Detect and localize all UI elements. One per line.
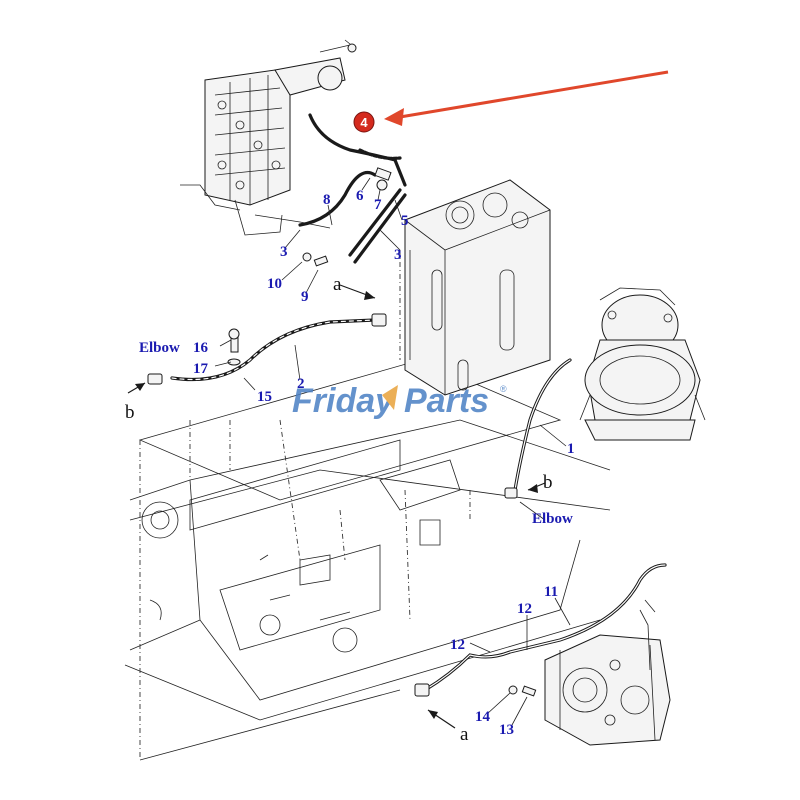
- highlight-badge-4: 4: [353, 111, 375, 133]
- callout-7: 7: [374, 197, 382, 213]
- callout-5: 5: [401, 213, 409, 229]
- connection-letters: a a b b: [125, 274, 553, 745]
- callout-2: 2: [297, 376, 305, 392]
- swing-motor: [579, 287, 706, 441]
- callouts: 1 2 3 3 5 6 7 8 9 10 11 12 12 13 14 15 1…: [139, 188, 575, 738]
- letter-a-bottom: a: [460, 724, 469, 745]
- callout-3-left: 3: [280, 244, 288, 260]
- callout-14: 14: [475, 709, 491, 725]
- watermark-logo: Friday Parts ®: [292, 382, 507, 420]
- callout-6: 6: [356, 188, 364, 204]
- letter-a-top: a: [333, 274, 342, 295]
- badge-4-label: 4: [360, 115, 368, 130]
- callout-15: 15: [257, 389, 272, 405]
- callout-9: 9: [301, 289, 309, 305]
- callout-8: 8: [323, 192, 331, 208]
- letter-b-left: b: [125, 402, 135, 423]
- fittings: [147, 43, 537, 697]
- hoses: [170, 113, 667, 692]
- highlight-pointer-arrow: [384, 70, 669, 126]
- hydraulic-tank: [399, 179, 551, 396]
- callout-16: 16: [193, 340, 209, 356]
- watermark-parts: Parts: [404, 382, 489, 420]
- callout-17: 17: [193, 361, 209, 377]
- callout-1: 1: [567, 441, 575, 457]
- letter-b-right: b: [543, 472, 553, 493]
- control-valve: [180, 39, 356, 236]
- frame-chassis: [124, 359, 611, 761]
- callout-12-upper: 12: [517, 601, 532, 617]
- main-pump: [544, 599, 671, 746]
- callout-10: 10: [267, 276, 282, 292]
- watermark-registered: ®: [500, 384, 507, 394]
- callout-13: 13: [499, 722, 514, 738]
- callout-11: 11: [544, 584, 558, 600]
- callout-elbow-right: Elbow: [532, 511, 573, 527]
- watermark-friday: Friday: [292, 382, 396, 420]
- watermark-accent-icon: [382, 385, 398, 410]
- leader-lines: [214, 177, 571, 726]
- callout-3-right: 3: [394, 247, 402, 263]
- flow-arrows: [127, 284, 546, 729]
- callout-12-lower: 12: [450, 637, 465, 653]
- callout-elbow-left: Elbow: [139, 340, 180, 356]
